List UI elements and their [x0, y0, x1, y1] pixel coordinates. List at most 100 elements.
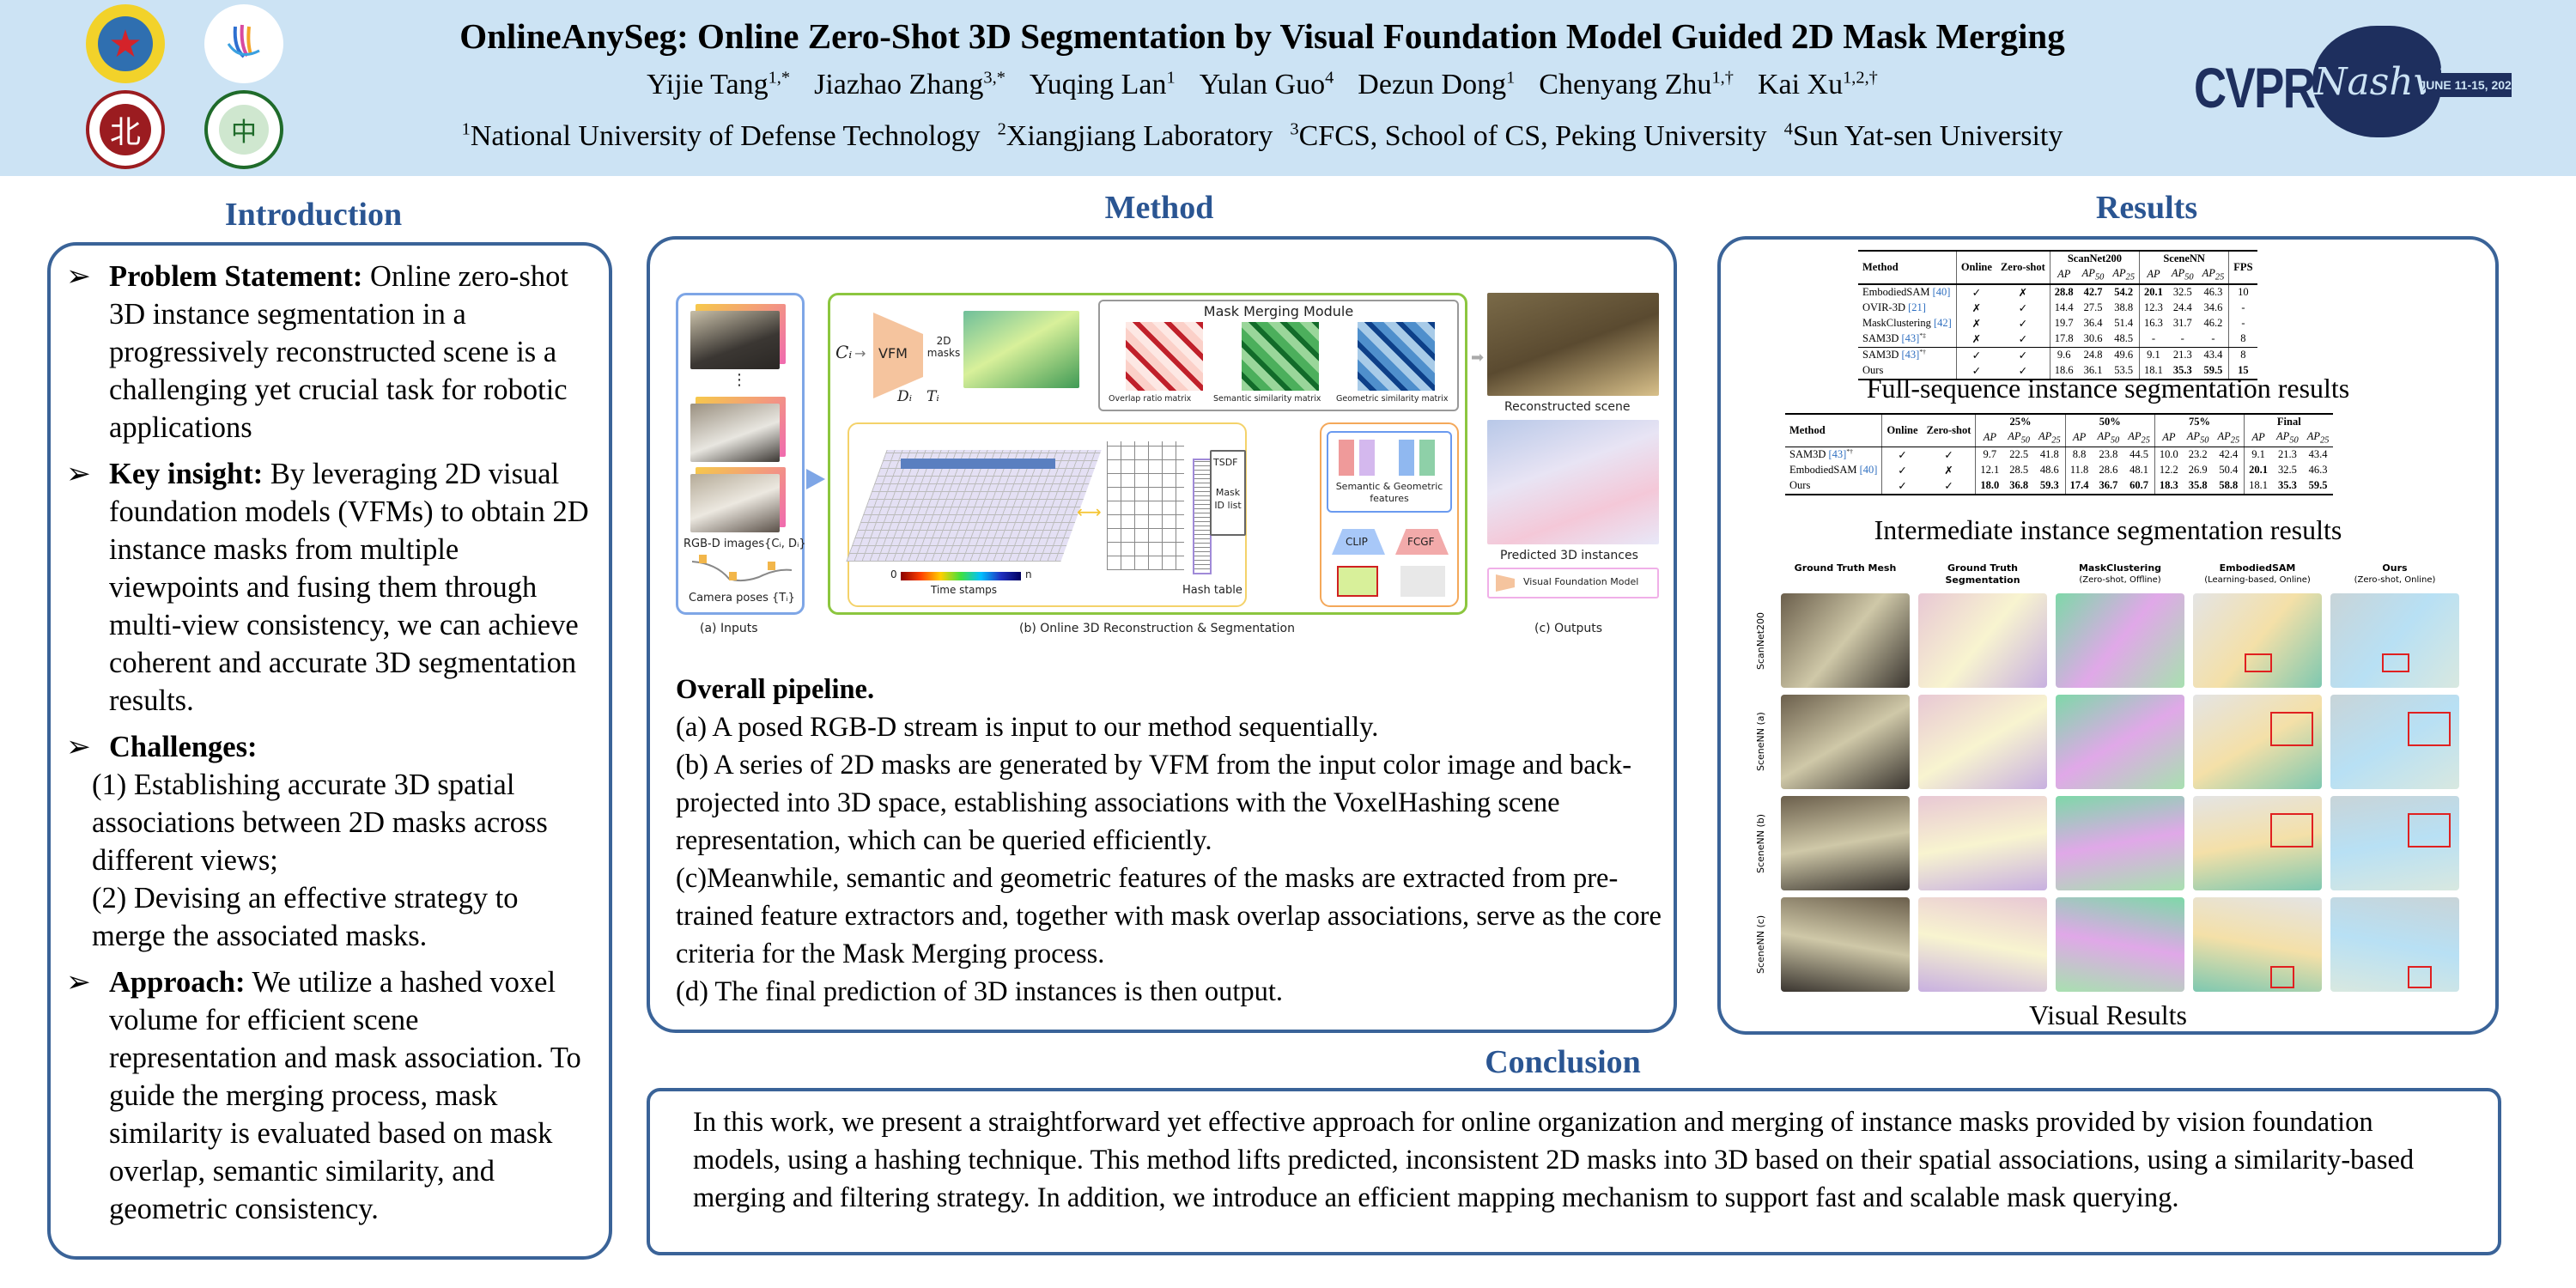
- method-name: MaskClustering [42]: [1858, 315, 1957, 331]
- metric-label: AP: [2251, 431, 2265, 444]
- author-list: Yijie Tang1,*Jiazhao Zhang3,*Yuqing Lan1…: [378, 69, 2147, 101]
- predicted-label: Predicted 3D instances: [1500, 549, 1638, 562]
- value-cell: 23.2: [2188, 448, 2208, 460]
- author-name: Yulan Guo4: [1199, 68, 1334, 100]
- feature-extraction-box: Semantic & Geometric features CLIP FCGF: [1320, 422, 1459, 607]
- item-label: Approach:: [109, 966, 246, 999]
- mask-crop-image: [1337, 566, 1378, 597]
- author-name: Yijie Tang1,*: [647, 68, 791, 100]
- value-cell: 35.3: [2272, 477, 2303, 495]
- value-cell: 18.6: [2050, 362, 2078, 380]
- value-cell: 28.6: [2099, 464, 2118, 476]
- metric-label: AP50: [2008, 430, 2030, 446]
- result-thumbnail: [1781, 897, 1910, 992]
- metric-label: AP50: [2097, 430, 2120, 446]
- voxel-hashing-box: 0 n Time stamps ⟷ Hash table: [846, 422, 1247, 607]
- citation: [40]: [1932, 286, 1951, 298]
- metric-label: AP25: [2128, 430, 2150, 446]
- highlight-box: [2270, 813, 2313, 848]
- pku-emblem-icon: 北: [100, 104, 151, 155]
- result-thumbnail: [1918, 897, 2047, 992]
- highlight-box: [2408, 712, 2451, 746]
- scene-wall: [901, 459, 1055, 469]
- metric-header: AP25: [2302, 429, 2334, 447]
- online-cell: ✓: [1898, 448, 1907, 461]
- method-header: Method: [1858, 251, 1957, 285]
- online-cell: ✓: [1956, 362, 1996, 380]
- metric-header: AP: [2244, 429, 2273, 447]
- highlight-box: [2408, 966, 2432, 988]
- item-label: Challenges:: [109, 731, 258, 763]
- metric-label: AP25: [2306, 430, 2330, 446]
- value-cell: 18.3: [2154, 477, 2183, 495]
- column-title: Ground Truth Segmentation: [1945, 562, 2020, 586]
- metric-header: AP: [2065, 429, 2093, 447]
- result-thumbnail: [2056, 897, 2184, 992]
- sysu-emblem-icon: 中: [219, 105, 269, 155]
- swoosh-icon: [227, 24, 260, 58]
- value-cell: -: [2139, 331, 2167, 348]
- value-cell: 19.7: [2054, 317, 2074, 329]
- intro-panel: ➢ Problem Statement: Online zero-shot 3D…: [47, 242, 612, 1260]
- value-cell: 48.5: [2108, 331, 2141, 348]
- metric-label: AP: [2147, 268, 2160, 281]
- matrix-label: Geometric similarity matrix: [1336, 394, 1449, 404]
- voxel-entry-box: TSDF Mask ID list: [1210, 450, 1246, 536]
- value-cell: 44.5: [2123, 447, 2155, 463]
- table1-caption: Full-sequence instance segmentation resu…: [1866, 373, 2350, 404]
- value-cell: 41.8: [2033, 447, 2066, 463]
- citation: [43]: [1828, 448, 1847, 460]
- author-sup: 4: [1325, 68, 1334, 88]
- ts-end: n: [1025, 568, 1032, 580]
- ellipsis-icon: ⋮: [732, 371, 747, 389]
- value-cell: 38.8: [2108, 300, 2141, 316]
- zeroshot-header: Zero-shot: [1922, 414, 1977, 447]
- result-thumbnail: [1781, 695, 1910, 789]
- method-mark: *†: [1919, 347, 1926, 355]
- star-icon: ★: [98, 16, 153, 71]
- author-sup: 1: [1506, 68, 1516, 88]
- guitar-icon: [2312, 26, 2441, 137]
- camera-trajectory-icon: [691, 555, 793, 582]
- arrow-bullet-icon: ➢: [66, 966, 91, 999]
- metric-label: AP25: [2217, 430, 2240, 446]
- value-cell: 12.1: [1980, 464, 2000, 476]
- author-sup: 1: [1166, 68, 1176, 88]
- legend-label: Visual Foundation Model: [1523, 576, 1639, 587]
- affiliation-sup: 3: [1290, 119, 1299, 139]
- author-name: Yuqing Lan1: [1029, 68, 1176, 100]
- affiliation: 3CFCS, School of CS, Peking University: [1290, 119, 1767, 152]
- online-cell: ✗: [1971, 301, 1982, 314]
- item-label: Key insight:: [109, 458, 264, 490]
- method-name: EmbodiedSAM [40]: [1785, 462, 1883, 478]
- column-title: EmbodiedSAM: [2219, 562, 2296, 574]
- metric-header: AP25: [2123, 429, 2155, 447]
- zeroshot-cell: ✓: [1996, 300, 2050, 316]
- value-cell: 18.1: [2244, 477, 2273, 495]
- value-cell: 60.7: [2123, 477, 2155, 495]
- value-cell: 43.4: [2197, 347, 2230, 363]
- intro-heading: Introduction: [224, 197, 403, 233]
- fps-cell: -: [2241, 317, 2245, 329]
- metric-label: AP25: [2038, 430, 2061, 446]
- item-label: Problem Statement:: [109, 260, 363, 293]
- result-thumbnail: [2193, 897, 2322, 992]
- value-cell: 59.3: [2033, 477, 2066, 495]
- column-header: MaskClustering(Zero-shot, Offline): [2056, 562, 2184, 586]
- progress-header: 50%: [2065, 414, 2155, 429]
- value-cell: 58.8: [2213, 477, 2245, 495]
- citation: [42]: [1933, 317, 1952, 329]
- zeroshot-cell: ✓: [1922, 447, 1977, 463]
- features-label: Semantic & Geometric features: [1335, 481, 1443, 504]
- metric-label: AP: [2072, 431, 2087, 444]
- metric-header: AP25: [2033, 429, 2066, 447]
- value-cell: 36.7: [2093, 477, 2124, 495]
- zeroshot-cell: ✓: [1996, 347, 2050, 363]
- result-thumbnail: [2330, 695, 2459, 789]
- timestamps-label: Time stamps: [931, 584, 998, 596]
